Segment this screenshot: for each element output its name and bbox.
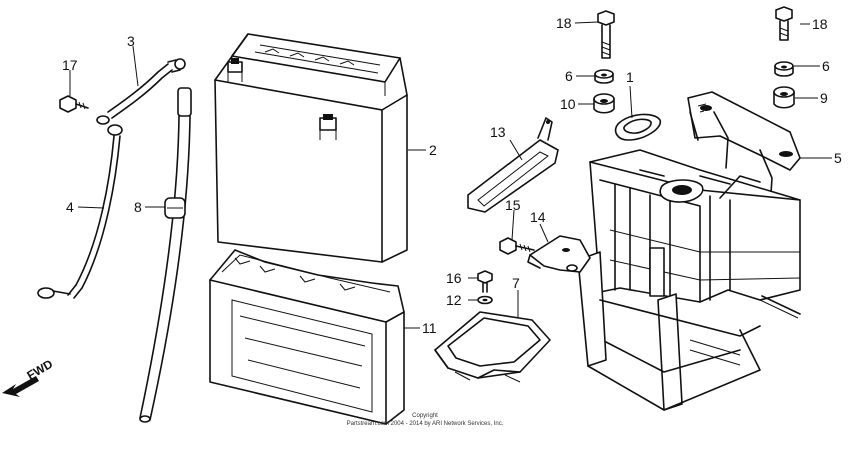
label-part-1: 1	[626, 69, 634, 85]
label-part-8: 8	[134, 199, 142, 215]
battery-part-2[interactable]	[214, 33, 408, 263]
washer-part-12[interactable]	[477, 295, 493, 305]
copyright-notice: Copyright Partstream.com 2004 - 2014 by …	[347, 413, 504, 427]
part-labels: 3 17 4 8 2 11 18 6 10 1 18 6 9 5 13 14 1…	[62, 15, 842, 336]
collar-part-6-right[interactable]	[774, 61, 794, 77]
fwd-label: FWD	[25, 357, 56, 383]
clamp-part-14[interactable]	[527, 235, 591, 273]
battery-tray-part-11[interactable]	[209, 249, 405, 425]
grommet-part-1[interactable]	[614, 113, 661, 141]
leader-lines	[69, 21, 832, 329]
bolt-part-18-right[interactable]	[775, 6, 793, 41]
bolt-part-18-left[interactable]	[597, 10, 615, 59]
bracket-part-13[interactable]	[467, 117, 559, 213]
label-part-13: 13	[490, 124, 506, 140]
bolt-part-15[interactable]	[499, 237, 535, 255]
holder-frame-part-5[interactable]	[577, 91, 801, 411]
label-part-7: 7	[512, 275, 520, 291]
label-part-3: 3	[127, 33, 135, 49]
label-part-9: 9	[820, 90, 828, 106]
rubber-part-10[interactable]	[593, 93, 615, 114]
bolt-part-17[interactable]	[59, 95, 89, 113]
rubber-part-9[interactable]	[773, 86, 795, 109]
label-part-5: 5	[834, 150, 842, 166]
label-part-18-left: 18	[556, 15, 572, 31]
bolt-part-16[interactable]	[477, 270, 493, 293]
breather-tube-part-8[interactable]	[139, 87, 192, 423]
cable-part-3[interactable]	[96, 58, 186, 125]
fwd-arrow: FWD	[2, 357, 55, 397]
label-part-16: 16	[446, 270, 462, 286]
cable-part-4[interactable]	[37, 124, 123, 299]
label-part-18-right: 18	[812, 16, 828, 32]
label-part-11: 11	[422, 320, 437, 336]
label-part-2: 2	[429, 142, 437, 158]
copyright-line-1: Copyright	[412, 413, 438, 419]
label-part-4: 4	[66, 199, 74, 215]
copyright-line-2: Partstream.com 2004 - 2014 by ARI Networ…	[347, 421, 504, 427]
label-part-6-right: 6	[822, 58, 830, 74]
label-part-12: 12	[446, 292, 462, 308]
label-part-14: 14	[530, 209, 546, 225]
label-part-6-left: 6	[565, 68, 573, 84]
label-part-15: 15	[505, 197, 521, 213]
label-part-17: 17	[62, 57, 78, 73]
label-part-10: 10	[560, 96, 576, 112]
tray-part-7[interactable]	[434, 311, 551, 383]
collar-part-6-left[interactable]	[594, 69, 614, 84]
